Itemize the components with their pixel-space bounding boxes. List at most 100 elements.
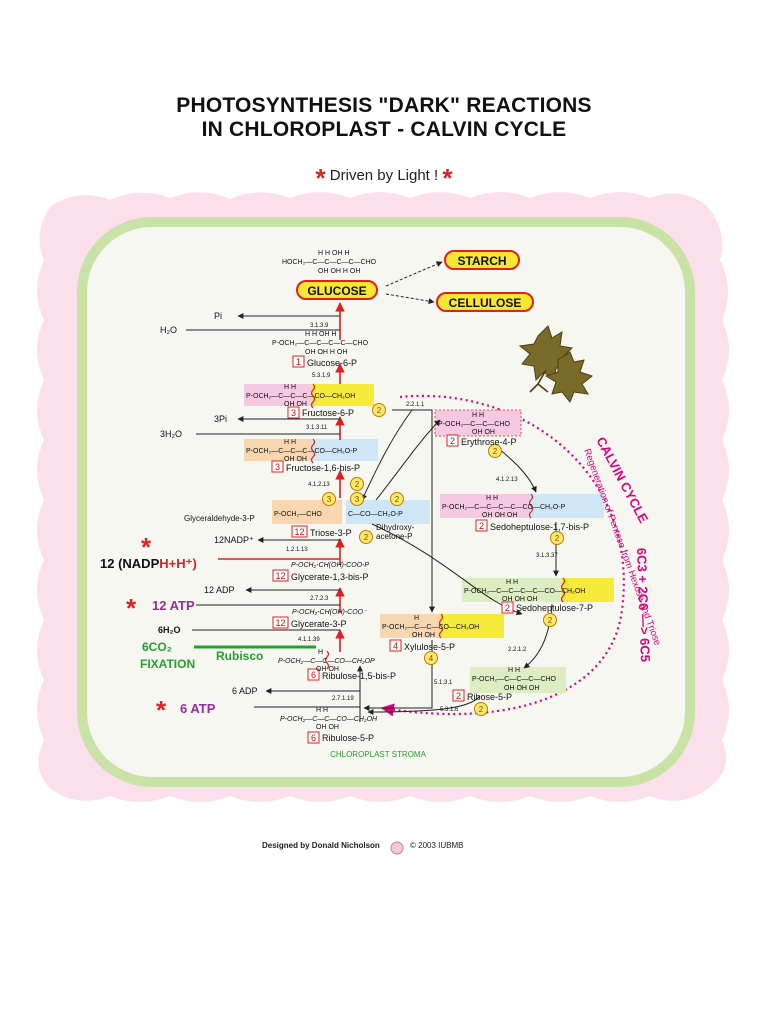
name-xylulose: Xylulose-5-P bbox=[404, 642, 455, 652]
name-sedohept17: Sedoheptulose-1,7-bis-P bbox=[490, 522, 589, 532]
ru5p-structure: P-OCH₂—C—C—CO—CH₂OH bbox=[280, 716, 378, 723]
nadph-prefix: 12 (NADP bbox=[100, 556, 160, 571]
rubisco-label: Rubisco bbox=[216, 649, 263, 663]
chloroplast-stroma-label: CHLOROPLAST STROMA bbox=[330, 750, 427, 759]
name-ru5p: Ribulose-5-P bbox=[322, 733, 374, 743]
cleavage-mark bbox=[310, 383, 316, 409]
ec-3-1-3-37: 3.1.3.37 bbox=[536, 553, 558, 559]
f6p-to-xylulose-arrow bbox=[392, 409, 435, 613]
stoich-number: 2 bbox=[548, 616, 553, 625]
three-pi-label: 3Pi bbox=[214, 414, 227, 424]
count-box bbox=[475, 519, 488, 532]
ru5p-structure-top: H H bbox=[316, 707, 328, 714]
nadph-suffix: H+H⁺) bbox=[159, 556, 197, 571]
f6p-structure-top: H H bbox=[284, 384, 296, 391]
ec-5-3-1-6: 5.3.1.6 bbox=[440, 707, 459, 713]
count-box bbox=[291, 525, 308, 538]
stoich-circle bbox=[424, 651, 438, 665]
name-glycerate3: Glycerate-3-P bbox=[291, 619, 347, 629]
s17-structure-top: H H bbox=[486, 495, 498, 502]
stoich-number: 2 bbox=[395, 495, 400, 504]
dhap-to-erythrose-arrow bbox=[375, 419, 441, 501]
name-fructose6p: Fructose-6-P bbox=[302, 408, 354, 418]
stoich-number: 2 bbox=[493, 447, 498, 456]
stoich-circle bbox=[322, 492, 336, 506]
ec-2-7-2-3: 2.7.2.3 bbox=[310, 596, 329, 602]
glucose-to-starch-arrow bbox=[385, 261, 443, 287]
cleavage-mark bbox=[324, 650, 330, 670]
h2o6-label: 6H₂O bbox=[158, 625, 181, 635]
count-box bbox=[287, 406, 300, 419]
glyceraldehyde-label: Glyceraldehyde-3-P bbox=[184, 514, 255, 523]
stoich-number: 3 bbox=[355, 495, 360, 504]
driven-by-light-text: Driven by Light ! bbox=[329, 167, 439, 184]
count-box bbox=[292, 355, 305, 368]
stoich-circle bbox=[350, 477, 364, 491]
atp12-label: 12 ATP bbox=[152, 598, 195, 613]
stoich-circle bbox=[543, 613, 557, 627]
atp6-label: 6 ATP bbox=[180, 701, 216, 716]
s17-structure: P-OCH₂—C—C—C—C—CO—CH₂O-P bbox=[442, 504, 566, 511]
fixation-label: FIXATION bbox=[140, 657, 195, 671]
ru5p-structure-bottom: OH OH bbox=[316, 724, 339, 731]
stoich-number: 2 bbox=[355, 480, 360, 489]
xylulose-highlight-yellow bbox=[440, 614, 504, 638]
fructose6p-highlight-yellow bbox=[312, 384, 374, 406]
f16-structure-bottom: OH OH bbox=[284, 456, 307, 463]
adp12-label: 12 ADP bbox=[204, 585, 235, 595]
fructose6p-highlight-pink bbox=[244, 384, 312, 406]
count-box bbox=[389, 639, 402, 652]
adp6-label: 6 ADP bbox=[232, 686, 258, 696]
ec-3-1-3-11: 3.1.3.11 bbox=[306, 425, 328, 431]
cleavage-mark bbox=[438, 613, 444, 639]
name-sedohept7: Sedoheptulose-7-P bbox=[516, 603, 593, 613]
stoich-circle bbox=[350, 492, 364, 506]
e4p-structure: P-OCH₂—C—C—CHO bbox=[438, 421, 510, 428]
name-glycerate13: Glycerate-1,3-bis-P bbox=[291, 572, 369, 582]
ec-5-3-1-9: 5.3.1.9 bbox=[312, 373, 331, 379]
co2-label: 6CO₂ bbox=[142, 640, 172, 654]
designer-credit: Designed by Donald Nicholson bbox=[262, 841, 380, 850]
f16-structure: P-OCH₂—C—C—C—CO—CH₂O-P bbox=[246, 448, 358, 455]
count-sedohept7: 2 bbox=[505, 603, 510, 613]
transketolase-arrow bbox=[361, 409, 413, 501]
fructose16-highlight-peach bbox=[244, 439, 312, 461]
ec-2-7-1-19: 2.7.1.19 bbox=[332, 696, 354, 702]
ribose-highlight-green bbox=[470, 667, 566, 693]
count-box bbox=[501, 601, 514, 614]
driven-by-light-subtitle: * Driven by Light ! * bbox=[0, 163, 768, 194]
sedohept7-to-ribose-arrow bbox=[523, 603, 553, 669]
atp6-star-icon: * bbox=[156, 695, 167, 725]
glucose-label: GLUCOSE bbox=[307, 284, 366, 298]
count-box bbox=[307, 731, 320, 744]
count-glucose6p: 1 bbox=[296, 357, 301, 367]
e4p-structure-bottom: OH OH bbox=[472, 429, 495, 436]
acetone-label: acetone-P bbox=[376, 532, 412, 541]
cellulose-label: CELLULOSE bbox=[449, 296, 522, 310]
count-box bbox=[446, 434, 459, 447]
count-glycerate13: 12 bbox=[275, 571, 285, 581]
ec-4-1-2-13-b: 4.1.2.13 bbox=[496, 477, 518, 483]
f6p-structure: P-OCH₂—C—C—C—CO—CH₂OH bbox=[246, 393, 355, 400]
g6p-structure-bottom: OH OH H OH bbox=[305, 349, 347, 356]
e4p-structure-top: H H bbox=[472, 412, 484, 419]
g3p-structure: P-OCH₂-CH(OH)-COO⁻ bbox=[292, 609, 368, 616]
ec-4-1-2-13: 4.1.2.13 bbox=[308, 482, 330, 488]
glucose-box bbox=[296, 280, 378, 300]
light-star-icon: * bbox=[315, 163, 326, 193]
count-box bbox=[271, 460, 284, 473]
count-box bbox=[272, 569, 289, 582]
cleavage-mark bbox=[560, 577, 566, 603]
iubmb-logo-icon bbox=[390, 841, 404, 855]
cellulose-box bbox=[436, 292, 534, 312]
count-sedohept17: 2 bbox=[479, 521, 484, 531]
h2o-label: H₂O bbox=[160, 325, 177, 335]
stoich-circle bbox=[359, 530, 373, 544]
x5p-structure-top: H bbox=[414, 615, 419, 622]
stoich-number: 2 bbox=[555, 534, 560, 543]
count-glycerate3: 12 bbox=[275, 618, 285, 628]
name-triose: Triose-3-P bbox=[310, 528, 352, 538]
count-fructose6p: 3 bbox=[291, 408, 296, 418]
atp12-star-icon: * bbox=[126, 593, 137, 623]
